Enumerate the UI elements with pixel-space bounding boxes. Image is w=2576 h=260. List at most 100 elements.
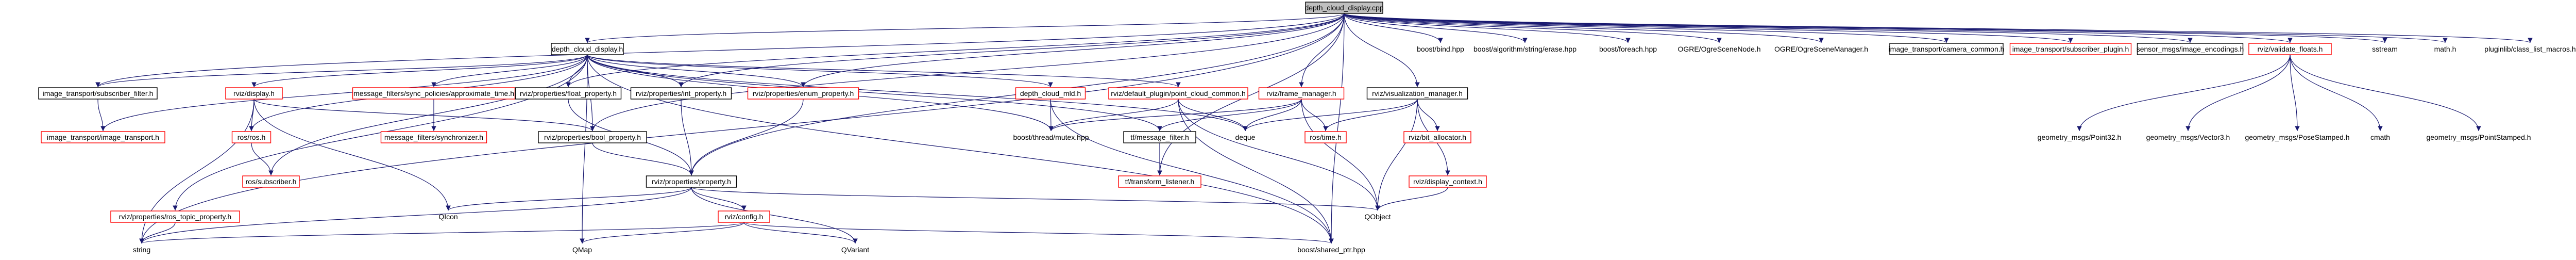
edge-depth_cloud_display_h-to-deque (587, 54, 1248, 132)
edge-depth_cloud_display_h-to-depth_cloud_mld (587, 54, 1053, 88)
node-image_transport_camera_common[interactable]: image_transport/camera_common.h (1889, 43, 2005, 55)
edge-depth_cloud_display_cpp-to-math_h (1344, 13, 2448, 43)
edge-depth_cloud_display_cpp-to-sstream (1344, 13, 2387, 43)
node-sensor_msgs_image_encodings[interactable]: sensor_msgs/image_encodings.h (2137, 43, 2244, 55)
edge-depth_cloud_display_cpp-to-rviz_properties_bool_property (590, 13, 1345, 132)
node-label: QVariant (841, 246, 869, 254)
edge-depth_cloud_display_cpp-to-pluginlib_class_list_macros (1344, 13, 2533, 43)
node-box (1118, 175, 1201, 188)
edge-rviz_properties_enum_property-to-rviz_properties_property (689, 99, 804, 176)
edge-depth_cloud_display_cpp-to-depth_cloud_display_h (585, 13, 1345, 43)
node-label: rviz/frame_manager.h (1266, 89, 1336, 98)
node-rviz_default_point_cloud_common[interactable]: rviz/default_plugin/point_cloud_common.h (1108, 87, 1248, 100)
node-box (1304, 131, 1347, 143)
node-ros_subscriber[interactable]: ros/subscriber.h (242, 175, 300, 188)
node-box (225, 87, 283, 100)
edge-depth_cloud_display_cpp-to-rviz_properties_enum_property (801, 13, 1345, 88)
node-rviz_bit_allocator[interactable]: rviz/bit_allocator.h (1403, 131, 1471, 143)
node-qicon: QIcon (438, 213, 457, 221)
node-box (2248, 43, 2332, 55)
edge-rviz_config-to-qvariant (743, 222, 858, 244)
node-box (1305, 2, 1383, 14)
edge-rviz_properties_property-to-string (139, 187, 692, 244)
node-box (41, 131, 165, 143)
node-rviz_properties_bool_property[interactable]: rviz/properties/bool_property.h (538, 131, 647, 143)
edge-depth_cloud_display_h-to-message_filters_approximate_time (431, 54, 588, 88)
node-geometry_msgs_pose_stamped: geometry_msgs/PoseStamped.h (2245, 133, 2349, 141)
node-box (551, 43, 624, 55)
node-rviz_properties_ros_topic_property[interactable]: rviz/properties/ros_topic_property.h (110, 210, 240, 223)
node-label: rviz/properties/property.h (652, 177, 731, 186)
node-rviz_properties_property[interactable]: rviz/properties/property.h (646, 175, 737, 188)
node-box (747, 87, 859, 100)
edge-depth_cloud_display_h-to-rviz_properties_enum_property (587, 54, 806, 88)
node-depth_cloud_mld[interactable]: depth_cloud_mld.h (1015, 87, 1086, 100)
node-label: depth_cloud_display.cpp (1304, 4, 1383, 12)
node-string: string (133, 246, 150, 254)
node-message_filters_synchronizer[interactable]: message_filters/synchronizer.h (380, 131, 487, 143)
edge-depth_cloud_display_cpp-to-rviz_properties_int_property (679, 13, 1345, 88)
node-rviz_properties_int_property[interactable]: rviz/properties/int_property.h (630, 87, 732, 100)
node-rviz_display[interactable]: rviz/display.h (225, 87, 283, 100)
edge-rviz_config-to-boost_shared_ptr (743, 222, 1334, 244)
node-box (231, 131, 272, 143)
node-box (1258, 87, 1345, 100)
node-image_transport_image_transport[interactable]: image_transport/image_transport.h (41, 131, 165, 143)
edge-depth_cloud_display_h-to-tf_message_filter (587, 54, 1162, 132)
node-box (646, 175, 737, 188)
node-label: geometry_msgs/PoseStamped.h (2245, 133, 2349, 141)
node-rviz_frame_manager[interactable]: rviz/frame_manager.h (1258, 87, 1345, 100)
node-image_transport_subscriber_plugin[interactable]: image_transport/subscriber_plugin.h (2009, 43, 2132, 55)
edge-depth_cloud_mld-to-boost_shared_ptr (1050, 99, 1334, 244)
edge-depth_cloud_display_cpp-to-boost_foreach (1344, 13, 1631, 43)
edge-rviz_frame_manager-to-boost_thread_mutex (1048, 99, 1302, 132)
node-box (1123, 131, 1196, 143)
node-box (1403, 131, 1471, 143)
edge-rviz_properties_bool_property-to-rviz_properties_property (592, 142, 694, 176)
node-box (352, 87, 516, 100)
edge-depth_cloud_display_cpp-to-boost_shared_ptr (1329, 13, 1345, 244)
node-label: rviz/visualization_manager.h (1372, 89, 1463, 98)
edge-rviz_visualization_manager-to-rviz_bit_allocator (1417, 99, 1440, 132)
node-depth_cloud_display_cpp[interactable]: depth_cloud_display.cpp (1304, 2, 1384, 14)
node-label: geometry_msgs/Vector3.h (2146, 133, 2230, 141)
node-qmap: QMap (572, 246, 592, 254)
node-ros_ros[interactable]: ros/ros.h (231, 131, 272, 143)
node-label: rviz/properties/enum_property.h (753, 89, 854, 98)
edge-depth_cloud_display_cpp-to-ogre_scene_node (1344, 13, 1722, 43)
node-boost_bind: boost/bind.hpp (1417, 45, 1464, 53)
node-rviz_properties_float_property[interactable]: rviz/properties/float_property.h (515, 87, 622, 100)
node-label: rviz/properties/int_property.h (636, 89, 726, 98)
node-boost_foreach: boost/foreach.hpp (1599, 45, 1657, 53)
node-label: QIcon (438, 213, 457, 221)
node-rviz_config[interactable]: rviz/config.h (718, 210, 770, 223)
edge-depth_cloud_display_cpp-to-rviz_properties_float_property (566, 13, 1345, 88)
node-qobject: QObject (1364, 213, 1391, 221)
node-box (1015, 87, 1086, 100)
node-rviz_properties_enum_property[interactable]: rviz/properties/enum_property.h (747, 87, 859, 100)
node-box (1108, 87, 1248, 100)
node-qvariant: QVariant (841, 246, 869, 254)
node-depth_cloud_display_h[interactable]: depth_cloud_display.h (551, 43, 624, 55)
node-label: rviz/display_context.h (1413, 177, 1482, 186)
node-pluginlib_class_list_macros: pluginlib/class_list_macros.h (2484, 45, 2575, 53)
node-image_transport_subscriber_filter[interactable]: image_transport/subscriber_filter.h (38, 87, 158, 100)
edge-rviz_frame_manager-to-ros_time (1301, 99, 1328, 132)
edge-rviz_frame_manager-to-tf_message_filter (1157, 99, 1302, 132)
node-label: string (133, 246, 150, 254)
node-rviz_visualization_manager[interactable]: rviz/visualization_manager.h (1366, 87, 1468, 100)
node-box (718, 210, 770, 223)
node-box (515, 87, 622, 100)
edge-rviz_validate_floats-to-geometry_msgs_pose_stamped (2290, 54, 2300, 132)
edge-rviz_validate_floats-to-geometry_msgs_vector3 (2185, 54, 2291, 132)
node-rviz_display_context[interactable]: rviz/display_context.h (1409, 175, 1487, 188)
node-tf_message_filter[interactable]: tf/message_filter.h (1123, 131, 1196, 143)
edge-rviz_visualization_manager-to-qobject (1375, 99, 1418, 211)
node-box (242, 175, 300, 188)
edge-depth_cloud_display_h-to-qmap (580, 54, 588, 244)
node-ros_time[interactable]: ros/time.h (1304, 131, 1347, 143)
node-message_filters_approximate_time[interactable]: message_filters/sync_policies/approximat… (352, 87, 516, 100)
node-rviz_validate_floats[interactable]: rviz/validate_floats.h (2248, 43, 2332, 55)
node-box (1409, 175, 1487, 188)
node-tf_transform_listener[interactable]: tf/transform_listener.h (1118, 175, 1201, 188)
